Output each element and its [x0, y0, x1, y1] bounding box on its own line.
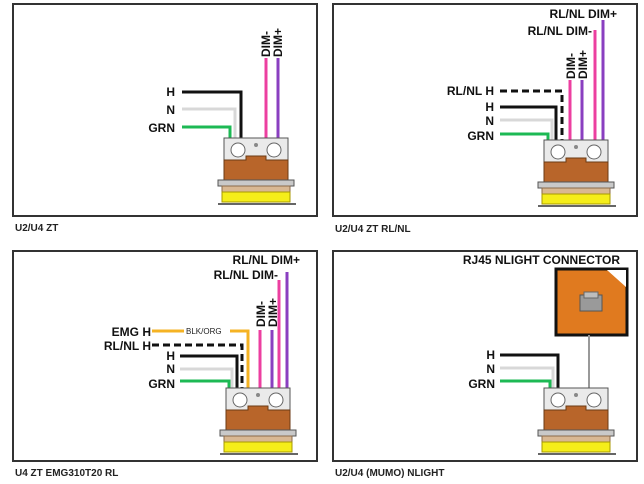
label-rlnl-dim-minus: RL/NL DIM-: [214, 268, 278, 282]
wire-grn: [500, 379, 552, 388]
caption-u2-u4-mumo-nlight: U2/U4 (MUMO) NLIGHT: [335, 468, 445, 479]
driver-module: [537, 139, 616, 207]
label-n: N: [166, 103, 175, 117]
diagram-u2-u4-zt-rlnl: RL/NL DIM+ RL/NL DIM- DIM- DIM+ RL/NL H …: [447, 7, 617, 207]
wire-grn: [182, 125, 232, 140]
label-h: H: [166, 85, 175, 99]
caption-u2-u4-zt-rlnl: U2/U4 ZT RL/NL: [335, 224, 411, 235]
driver-module: [537, 387, 616, 455]
label-n: N: [485, 114, 494, 128]
wire-grn: [180, 379, 231, 388]
blk-org-label-bg: [184, 325, 230, 336]
rj45-connector-inset: [554, 267, 629, 337]
wire-grn: [500, 132, 550, 140]
label-dim-minus: DIM-: [564, 53, 578, 79]
wire-n: [180, 367, 234, 388]
wire-h: [182, 90, 243, 140]
label-h: H: [486, 348, 495, 362]
label-n: N: [486, 362, 495, 376]
diagram-u4-zt-emg310t20-rl: RL/NL DIM+ RL/NL DIM- DIM- DIM+ BLK/ORG …: [104, 253, 300, 455]
label-rlnl-h: RL/NL H: [104, 339, 151, 353]
label-rlnl-dim-minus: RL/NL DIM-: [528, 24, 592, 38]
label-dim-plus: DIM+: [266, 298, 280, 327]
driver-module: [217, 137, 296, 205]
label-dim-plus: DIM+: [576, 50, 590, 79]
label-grn: GRN: [148, 377, 175, 391]
label-grn: GRN: [467, 129, 494, 143]
label-rlnl-dim-plus: RL/NL DIM+: [233, 253, 300, 267]
diagram-u2-u4-zt: DIM- DIM+ H N GRN: [148, 28, 296, 205]
wire-n: [182, 107, 237, 140]
label-dim-plus: DIM+: [271, 28, 285, 57]
wire-h: [500, 353, 560, 388]
label-emg-h: EMG H: [112, 325, 151, 339]
label-h: H: [166, 349, 175, 363]
wire-h: [500, 105, 558, 140]
label-blk-org: BLK/ORG: [186, 327, 222, 336]
label-rlnl-h: RL/NL H: [447, 84, 494, 98]
driver-module: [219, 387, 298, 455]
label-dim-minus: DIM-: [254, 301, 268, 327]
label-grn: GRN: [148, 121, 175, 135]
label-n: N: [166, 362, 175, 376]
wire-h: [180, 354, 239, 388]
wire-n: [500, 366, 555, 388]
label-dim-minus: DIM-: [259, 31, 273, 57]
wire-n: [500, 118, 554, 140]
caption-u2-u4-zt: U2/U4 ZT: [15, 223, 59, 234]
diagram-u2-u4-mumo-nlight: RJ45 NLIGHT CONNECTOR H N GRN: [463, 253, 629, 455]
label-rlnl-dim-plus: RL/NL DIM+: [550, 7, 617, 21]
rj45-jack-icon: [579, 291, 603, 312]
label-h: H: [485, 100, 494, 114]
label-rj45-connector-title: RJ45 NLIGHT CONNECTOR: [463, 253, 620, 267]
wire-rlnl-h: [152, 343, 244, 388]
wire-rlnl-h: [500, 89, 564, 140]
label-grn: GRN: [468, 377, 495, 391]
caption-u4-zt-emg310t20-rl: U4 ZT EMG310T20 RL: [15, 468, 119, 479]
